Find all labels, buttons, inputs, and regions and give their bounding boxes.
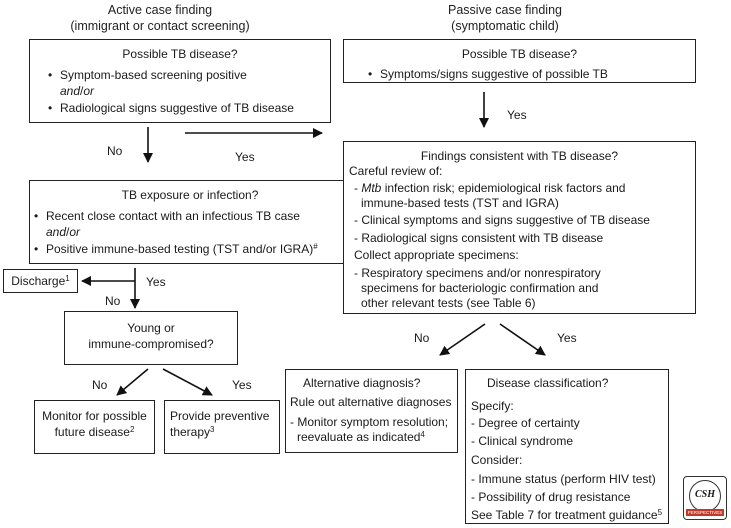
monitor-line1: Monitor for possible [42,409,147,423]
mtb-risk-item-line2: immune-based tests (TST and IGRA) [361,196,559,210]
monitor-future-disease-box [34,400,155,454]
clinical-signs-item: - Clinical symptoms and signs suggestive… [354,213,650,227]
monitor-resolution-line2: reevaluate as indicated4 [297,430,425,444]
active-radiological-item: Radiological signs suggestive of TB dise… [48,100,294,116]
active-header-line2: (immigrant or contact screening) [70,19,250,34]
immune-status-item: - Immune status (perform HIV test) [471,472,656,486]
exposure-connector-and-or: and/or [46,225,81,239]
active-case-finding-header: Active case finding (immigrant or contac… [60,2,260,35]
label-yes-active: Yes [235,150,255,164]
disease-classification-box [465,369,669,524]
arrow-young-to-preventive [162,368,213,396]
passive-header-line2: (symptomatic child) [451,19,559,34]
arrow-findings-to-alternative [439,323,486,356]
young-immune-line1: Young or [127,321,175,335]
drug-resistance-item: - Possibility of drug resistance [471,490,631,504]
passive-possible-tb-title: Possible TB disease? [461,47,578,61]
immune-testing-item: Positive immune-based testing (TST and/o… [34,241,318,257]
preventive-therapy-box [164,400,280,454]
label-yes-young: Yes [232,378,252,392]
active-symptom-screening-item: Symptom-based screening positive [48,67,247,83]
young-immune-line2: immune-compromised? [88,337,214,351]
logo-csh-text: CSH [694,489,715,500]
active-connector-and-or: and/or [60,84,95,98]
close-contact-item: Recent close contact with an infectious … [34,208,300,224]
preventive-line2: therapy3 [170,425,215,439]
young-immune-box [64,311,238,365]
degree-certainty-item: - Degree of certainty [471,416,580,430]
findings-title: Findings consistent with TB disease? [420,149,619,163]
findings-box [343,141,696,314]
tb-exposure-title: TB exposure or infection? [121,188,259,202]
treatment-guidance-note: See Table 7 for treatment guidance5 [471,508,663,522]
arrow-young-to-monitor [116,368,149,396]
active-header-line1: Active case finding [107,3,213,17]
collect-specimens-label: Collect appropriate specimens: [354,248,519,262]
label-yes-passive: Yes [507,108,527,122]
preventive-line1: Provide preventive [170,409,270,423]
specify-label: Specify: [471,399,514,413]
respiratory-specimens-line1: - Respiratory specimens and/or nonrespir… [354,266,601,280]
label-yes-exposure: Yes [146,275,166,289]
label-no-exposure: No [105,294,121,308]
alternative-diagnosis-box [285,369,458,453]
csh-perspectives-logo: CSH PERSPECTIVES [683,476,727,520]
alternative-diagnosis-title: Alternative diagnosis? [303,376,421,390]
arrow-findings-to-classification [499,323,546,356]
label-yes-findings: Yes [557,331,577,345]
respiratory-specimens-line3: other relevant tests (see Table 6) [361,296,536,310]
consider-label: Consider: [471,453,523,467]
passive-header-line1: Passive case finding [448,3,562,17]
monitor-line2: future disease2 [54,425,135,439]
label-no-active: No [107,144,123,158]
disease-classification-title: Disease classification? [487,376,609,390]
monitor-resolution-line1: - Monitor symptom resolution; [290,415,449,429]
mtb-risk-item: - Mtb infection risk; epidemiological ri… [354,181,626,195]
rule-out-label: Rule out alternative diagnoses [290,395,452,409]
discharge-label: Discharge1 [11,274,70,288]
label-no-findings: No [414,331,430,345]
clinical-syndrome-item: - Clinical syndrome [471,434,574,448]
radiological-signs-item: - Radiological signs consistent with TB … [354,231,604,245]
respiratory-specimens-line2: specimens for bacteriologic confirmation… [361,281,599,295]
discharge-box [3,269,78,293]
passive-case-finding-header: Passive case finding (symptomatic child) [430,2,580,35]
active-possible-tb-title: Possible TB disease? [122,47,238,61]
careful-review-label: Careful review of: [349,164,443,178]
logo-perspectives-band: PERSPECTIVES [686,509,724,516]
passive-symptoms-item: Symptoms/signs suggestive of possible TB [368,66,608,82]
label-no-young: No [92,378,108,392]
